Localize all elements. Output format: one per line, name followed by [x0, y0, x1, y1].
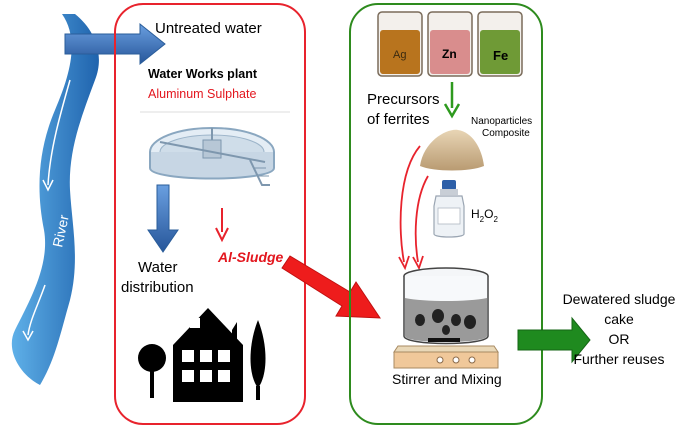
jar-ag-label: Ag [393, 49, 406, 61]
nanoparticle-powder-icon [420, 129, 484, 171]
precursors-label-2: of ferrites [367, 111, 430, 128]
water-works-plant-label: Water Works plant [148, 67, 258, 81]
river-shape [11, 14, 99, 385]
sludge-down-arrowhead [215, 227, 229, 243]
river-flow-line-upper [47, 79, 71, 186]
nanoparticles-label: Nanoparticles [471, 116, 532, 127]
clarifier-tank-icon [149, 127, 275, 186]
h2o2-label: H2O2 [471, 207, 498, 224]
aluminum-sulphate-label: Aluminum Sulphate [148, 87, 256, 101]
output-line-2: cake [604, 311, 634, 327]
jar-fe-label: Fe [493, 48, 508, 63]
jar-fe-fill [480, 30, 520, 74]
output-line-3: OR [609, 331, 630, 347]
water-label: Water [138, 259, 177, 276]
river-flow-arrow-upper [42, 179, 54, 192]
river-label: River [49, 213, 72, 249]
powder-to-beaker-arrow-right [414, 175, 429, 263]
powder-to-beaker-arrowhead-right [412, 255, 424, 271]
output-line-4: Further reuses [573, 351, 664, 367]
precursor-jars: Ag Zn Fe [377, 11, 523, 77]
composite-label: Composite [482, 128, 530, 139]
town-icon [138, 308, 266, 402]
jar-ag: Ag [377, 11, 423, 77]
distribution-label: distribution [121, 279, 194, 296]
powder-to-beaker-arrowhead-left [398, 255, 410, 271]
stirrer-plate-icon [393, 345, 499, 369]
jar-ag-fill [380, 30, 420, 74]
river: River [11, 14, 99, 385]
precursor-down-arrowhead [443, 103, 461, 119]
al-sludge-label: Al-Sludge [217, 249, 284, 265]
untreated-water-label: Untreated water [155, 20, 262, 37]
water-works-panel [114, 3, 306, 425]
sludge-transfer-arrow [281, 255, 381, 319]
h2o2-bottle-icon [433, 180, 465, 238]
river-flow-arrow-lower [22, 330, 34, 342]
powder-to-beaker-arrow-left [399, 145, 421, 263]
jar-zn-label: Zn [442, 47, 457, 61]
precursors-label-1: Precursors [367, 91, 440, 108]
output-arrow [517, 316, 591, 364]
water-distribution-arrow [147, 184, 179, 253]
jar-zn: Zn [427, 11, 473, 77]
treatment-panel [349, 3, 543, 425]
jar-zn-fill [430, 30, 470, 74]
stirrer-mixing-label: Stirrer and Mixing [392, 371, 502, 387]
jar-fe: Fe [477, 11, 523, 77]
output-line-1: Dewatered sludge [563, 291, 676, 307]
beaker-icon [403, 267, 489, 345]
river-flow-line-lower [27, 284, 46, 336]
